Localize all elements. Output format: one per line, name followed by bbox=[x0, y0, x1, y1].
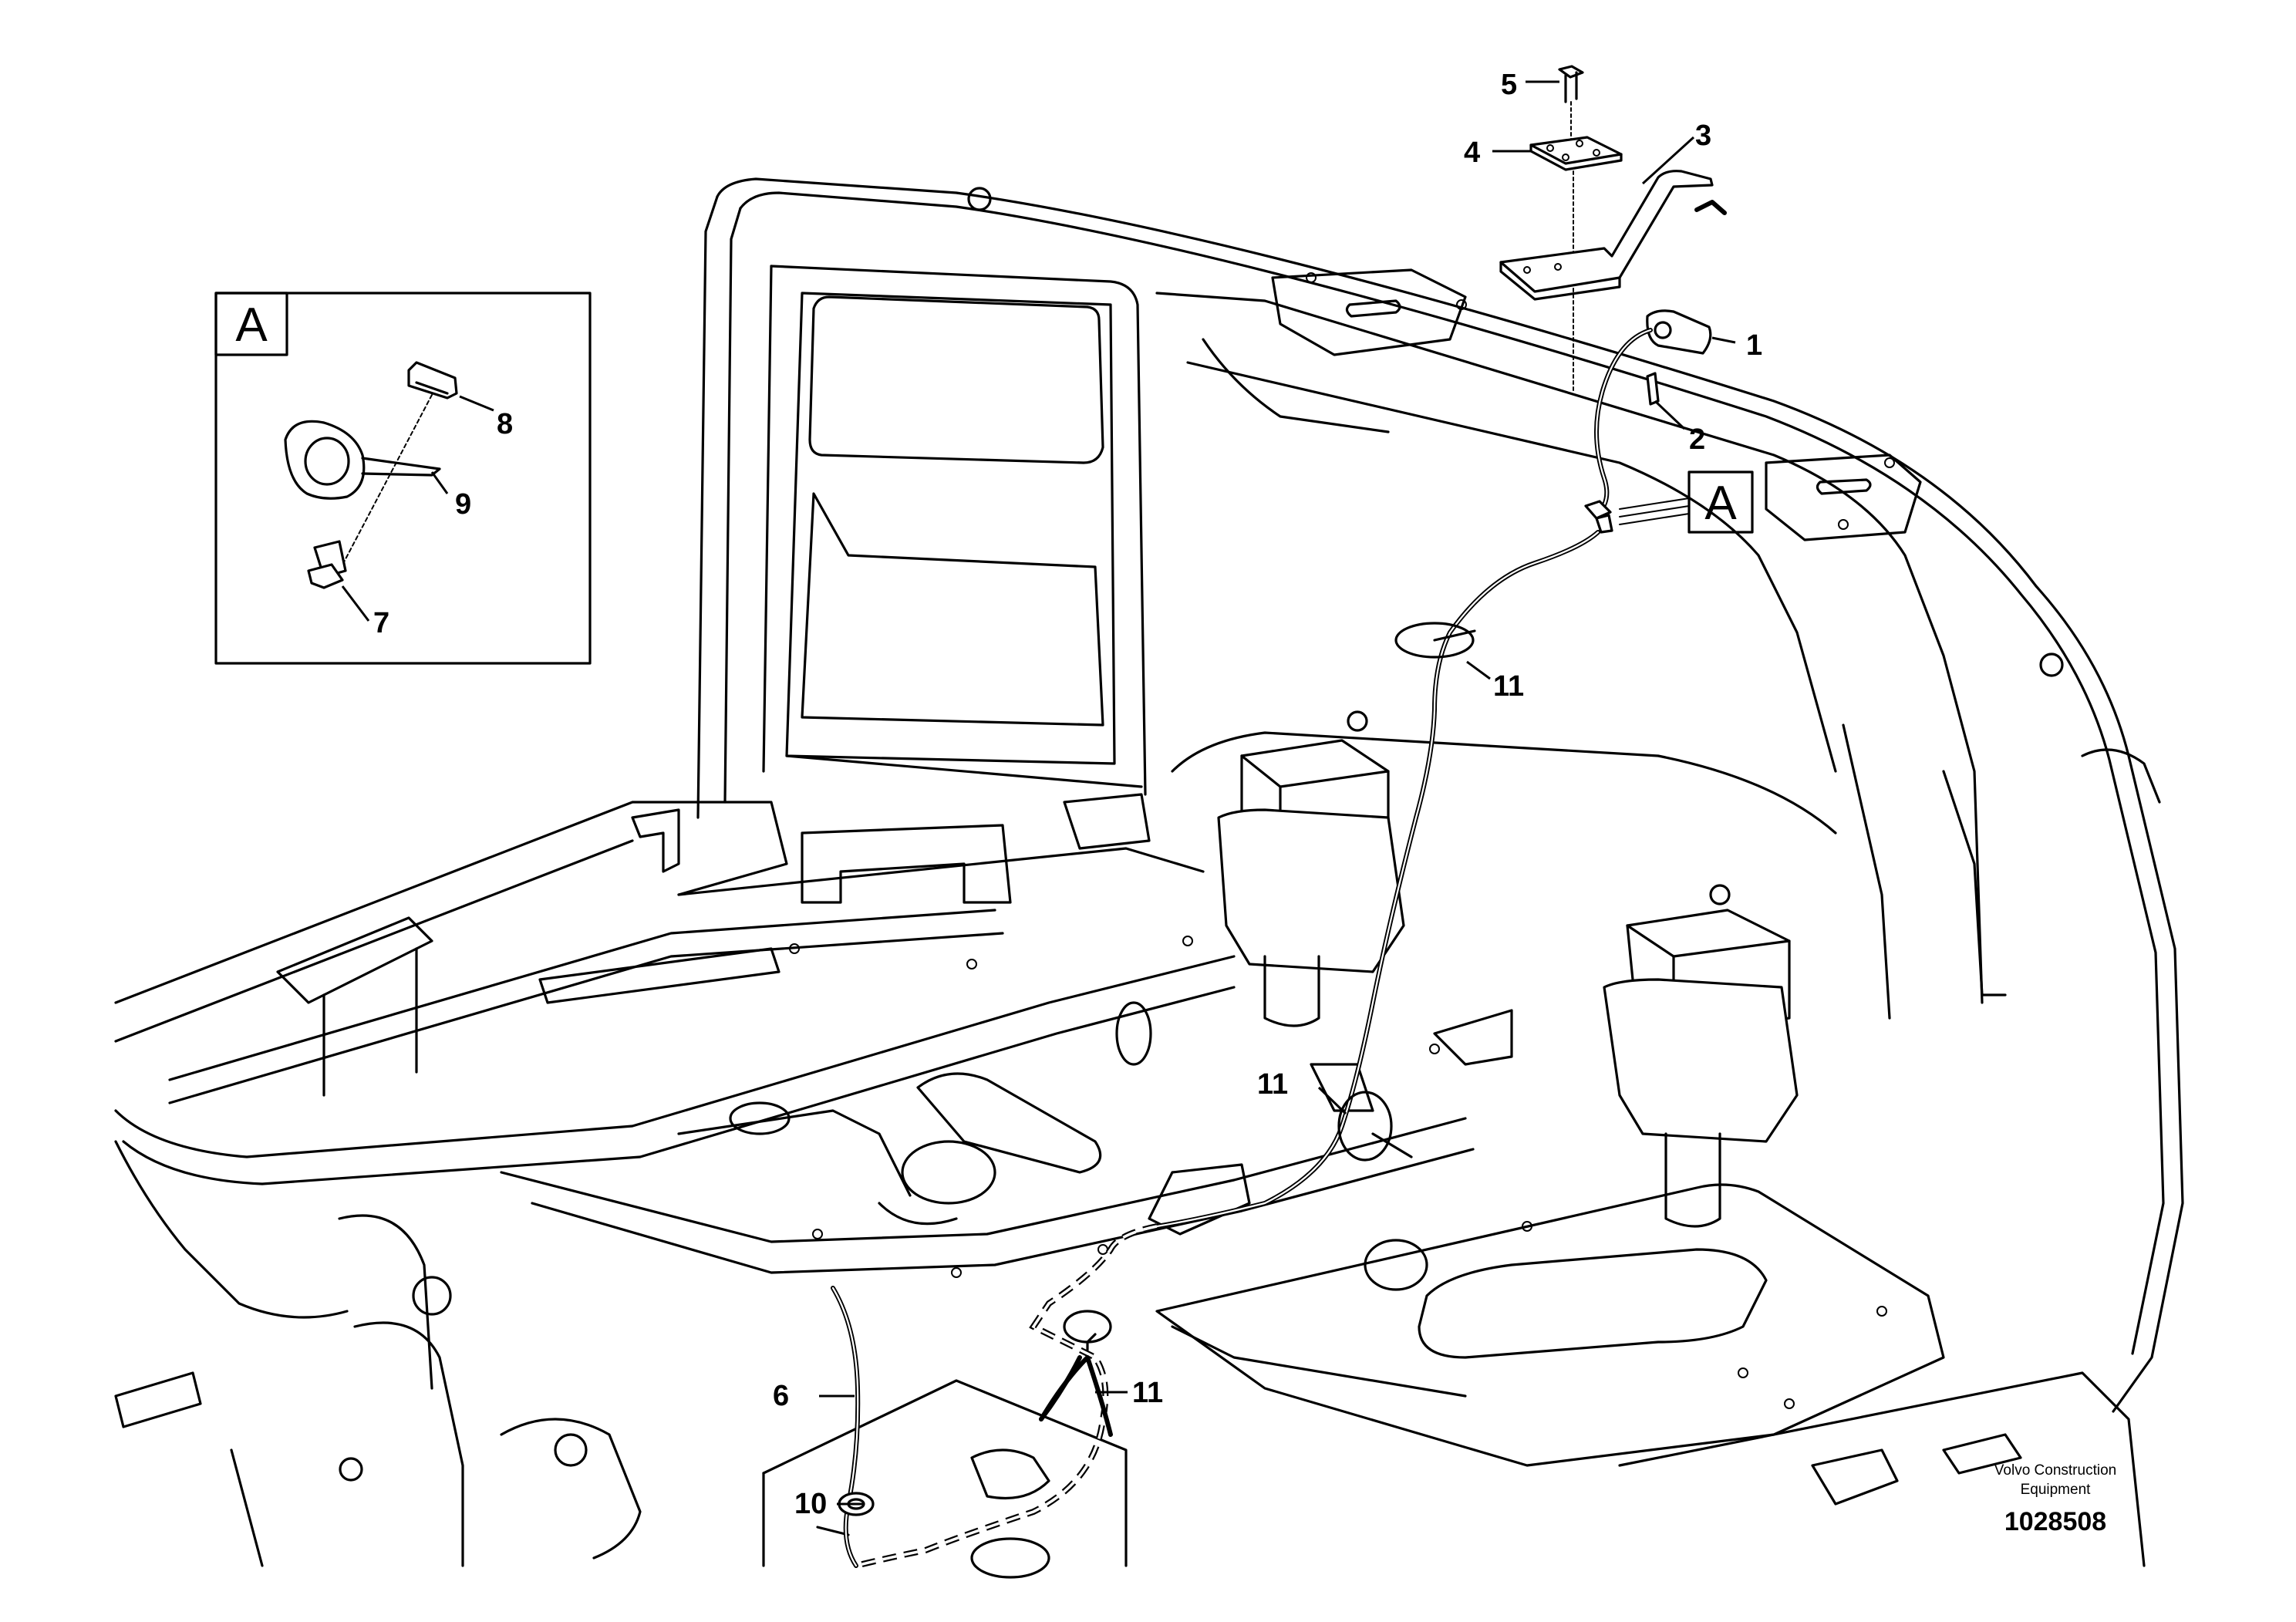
detail-view-a bbox=[214, 292, 592, 665]
callout-7: 7 bbox=[373, 607, 389, 639]
leader-lines bbox=[341, 80, 1736, 1506]
callout-2: 2 bbox=[1689, 423, 1705, 456]
view-a-letter: A bbox=[1704, 477, 1737, 530]
plate-part-4 bbox=[1529, 136, 1623, 394]
brand-line-2: Equipment bbox=[2021, 1482, 2092, 1498]
callout-numbers: 1 2 3 4 5 6 7 8 9 10 11 11 11 bbox=[373, 69, 1762, 1520]
sensor-part-1 bbox=[1646, 309, 1712, 355]
bracket-part-3 bbox=[1499, 170, 1727, 301]
detail-view-a-letter: A bbox=[235, 298, 268, 352]
screw-part-2 bbox=[1646, 372, 1660, 406]
callout-11-upper: 11 bbox=[1493, 670, 1524, 703]
drawing-footer: Volvo Construction Equipment 1028508 bbox=[1994, 1462, 2116, 1536]
machine-frame-artwork bbox=[114, 177, 2184, 1579]
callout-3: 3 bbox=[1695, 120, 1711, 152]
bolt-part-5 bbox=[1558, 65, 1584, 147]
brand-line-1: Volvo Construction bbox=[1994, 1462, 2116, 1479]
callout-6: 6 bbox=[773, 1380, 789, 1412]
callout-11-lower: 11 bbox=[1132, 1377, 1163, 1409]
sensor-bracket-assembly bbox=[1499, 65, 1727, 534]
drawing-number: 1028508 bbox=[2004, 1507, 2106, 1536]
cable-ties-part-11 bbox=[1039, 622, 1476, 1421]
callout-1: 1 bbox=[1746, 329, 1762, 362]
callout-4: 4 bbox=[1464, 137, 1480, 169]
cable-harness-part-6 bbox=[831, 530, 1600, 1569]
callout-11-middle: 11 bbox=[1257, 1068, 1288, 1101]
callout-10: 10 bbox=[794, 1488, 827, 1520]
callout-8: 8 bbox=[497, 408, 513, 440]
view-a-label: A bbox=[1687, 470, 1754, 534]
callout-9: 9 bbox=[455, 488, 471, 521]
callout-5: 5 bbox=[1501, 69, 1517, 101]
